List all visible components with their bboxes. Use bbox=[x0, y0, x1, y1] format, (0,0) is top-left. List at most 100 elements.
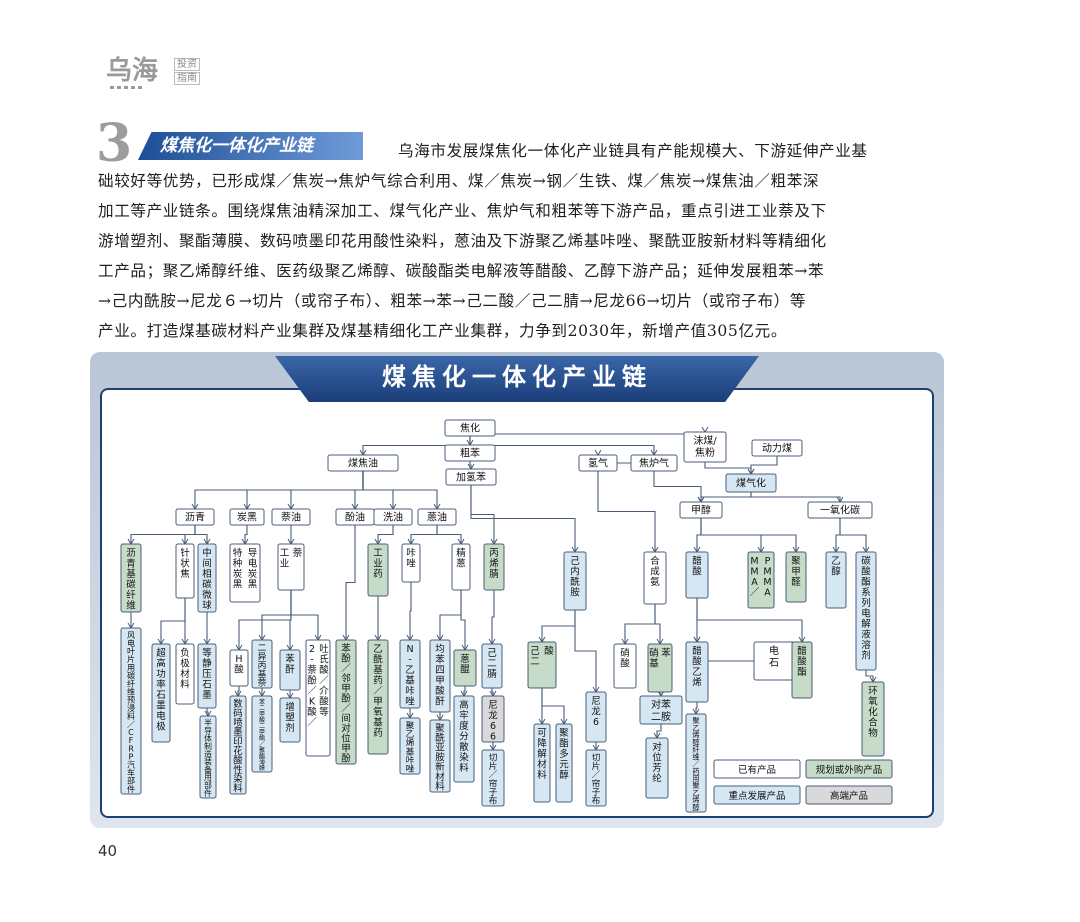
node-box bbox=[175, 543, 195, 599]
node-cusuan: 醋酸 bbox=[685, 551, 709, 599]
node-label: 动力煤 bbox=[762, 442, 792, 455]
node-box bbox=[483, 543, 505, 591]
node-label: 特种炭黑导电炭黑 bbox=[233, 547, 258, 591]
node-box bbox=[683, 431, 727, 463]
node-zengsuji: 增塑剂 bbox=[279, 697, 301, 743]
arrowhead bbox=[594, 449, 602, 456]
node-box bbox=[679, 501, 723, 519]
node-meiqihua: 煤气化 bbox=[725, 473, 777, 493]
legend-label: 重点发展产品 bbox=[728, 790, 785, 802]
connector-hecheng-xiaojiben bbox=[654, 604, 661, 644]
node-label: 碳酸酯系列电解液溶剂 bbox=[861, 555, 871, 662]
node-box bbox=[639, 695, 683, 725]
node-cusuanyixi: 醋酸乙烯 bbox=[685, 641, 709, 703]
node-box bbox=[578, 454, 618, 472]
node-box bbox=[563, 551, 587, 611]
node-erjing: 己二腈 bbox=[481, 643, 503, 689]
node-box bbox=[197, 543, 217, 613]
node-label: 丙烯腈 bbox=[489, 548, 499, 580]
node-box bbox=[367, 543, 389, 597]
connector-mojiaoyou-enyou bbox=[362, 471, 438, 509]
node-djyssm: 等静压石墨 bbox=[197, 643, 217, 709]
node-benfen: 苯酚／邻甲酚／间对位甲酚 bbox=[335, 639, 357, 765]
node-dwfl: 对位芳纶 bbox=[645, 737, 669, 799]
connector-enyou-kazuo bbox=[410, 525, 438, 544]
node-label: 洗油 bbox=[383, 511, 403, 524]
node-label: 负极材料 bbox=[180, 647, 190, 691]
connector-xiaojiben-duibenerangan bbox=[659, 692, 662, 696]
connector-jiachun-cusuan bbox=[696, 518, 702, 552]
node-label: 沫煤/焦粉 bbox=[693, 434, 717, 459]
node-label: 电石 bbox=[769, 644, 779, 669]
legend-swatch bbox=[713, 759, 801, 779]
node-jxyaxcl: 聚酰亚胺新材料 bbox=[429, 719, 451, 793]
node-label: 对苯二胺 bbox=[651, 698, 671, 723]
node-dianshi: 电石 bbox=[753, 641, 795, 681]
logo-small-text-1: 投资 bbox=[174, 58, 200, 71]
connector-jiachun-jujiaquan bbox=[700, 518, 797, 552]
node-label: 苯二甲酸二甲酯／聚酯薄膜 bbox=[259, 698, 265, 772]
node-label: 半导体制造装备用部件 bbox=[204, 718, 212, 798]
connector-fenyou-benfen bbox=[345, 525, 356, 640]
connector-duibenerangan-dwfl bbox=[656, 724, 662, 738]
node-box bbox=[645, 737, 669, 799]
node-label: 一氧化碳 bbox=[820, 504, 860, 517]
node-label: 对位芳纶 bbox=[652, 741, 662, 785]
node-enkun: 蒽醌 bbox=[453, 649, 477, 687]
node-box bbox=[685, 641, 709, 703]
node-box bbox=[335, 639, 357, 765]
node-jbsjsg: 均苯四甲酸酐 bbox=[429, 639, 451, 713]
node-label: 工业药 bbox=[373, 548, 383, 580]
node-label: 针状焦 bbox=[180, 547, 190, 580]
connector-zhzj-cgglsmdj bbox=[160, 598, 186, 644]
node-jyxjkz: 聚乙烯基咔唑 bbox=[399, 717, 421, 775]
node-box bbox=[825, 551, 847, 609]
node-kazuo: 咔唑 bbox=[401, 543, 421, 583]
node-label: 聚甲醛 bbox=[791, 556, 801, 588]
node-eyibingjinai: 二异丙基萘 bbox=[251, 639, 273, 689]
node-box bbox=[399, 717, 421, 775]
node-label: 超高功率石墨电极 bbox=[156, 647, 166, 733]
node-box bbox=[327, 454, 399, 472]
node-box bbox=[229, 649, 249, 687]
node-label: 聚酯多元醇 bbox=[559, 728, 569, 781]
industry-chain-figure: 煤焦化一体化产业链 焦化粗苯煤焦油加氢苯氢气焦炉气沫煤/焦粉动力煤煤气化甲醇一氧… bbox=[90, 352, 944, 828]
legend: 已有产品规划或外购产品重点发展产品高端产品 bbox=[713, 759, 893, 805]
node-jineixianan: 己内酰胺 bbox=[563, 551, 587, 611]
connector-tanhei-tzthdtt bbox=[244, 525, 248, 544]
connector-jineixianan-jesuan bbox=[541, 610, 576, 642]
node-box bbox=[481, 695, 505, 743]
node-liqing: 沥青 bbox=[175, 508, 215, 526]
node-tzthdtt: 特种炭黑导电炭黑 bbox=[229, 543, 261, 603]
node-box bbox=[751, 439, 803, 457]
node-xiyou: 洗油 bbox=[373, 508, 413, 526]
node-box bbox=[685, 551, 709, 599]
node-cusuanzhi: 醋酸酯 bbox=[791, 641, 813, 699]
node-box bbox=[685, 713, 707, 813]
node-gyy: 工业药 bbox=[367, 543, 389, 597]
connector-djyssm-bdtzzzyj bbox=[206, 708, 209, 716]
node-label: 切片／帘子布 bbox=[489, 752, 498, 806]
connector-jiaohua-momei bbox=[469, 432, 706, 436]
node-xiaosuan: 硝酸 bbox=[613, 643, 637, 689]
node-box bbox=[305, 639, 331, 757]
connector-hsuan-shmyh bbox=[237, 686, 240, 696]
node-qingqi: 氢气 bbox=[578, 454, 618, 472]
node-label: 均苯四甲酸酐 bbox=[435, 643, 445, 708]
node-box bbox=[417, 508, 457, 526]
node-box bbox=[277, 543, 305, 591]
node-xiaojiben: 硝基苯 bbox=[647, 643, 673, 693]
node-label: 醋酸乙烯 bbox=[692, 645, 702, 689]
node-label: 煤气化 bbox=[736, 477, 766, 490]
page-number: 40 bbox=[98, 842, 118, 860]
node-box bbox=[197, 643, 217, 709]
logo-small-text-2: 指南 bbox=[174, 72, 200, 85]
node-box bbox=[585, 691, 607, 743]
connector-tsz-hyhhw bbox=[865, 670, 874, 682]
paragraph-line-1: 乌海市发展煤焦化一体化产业链具有产能规模大、下游延伸产业基 bbox=[398, 142, 868, 160]
node-label: 二异丙基萘 bbox=[258, 644, 267, 689]
node-label: 萘油 bbox=[281, 511, 301, 524]
node-lqjtxw: 沥青基碳纤维 bbox=[120, 543, 142, 613]
